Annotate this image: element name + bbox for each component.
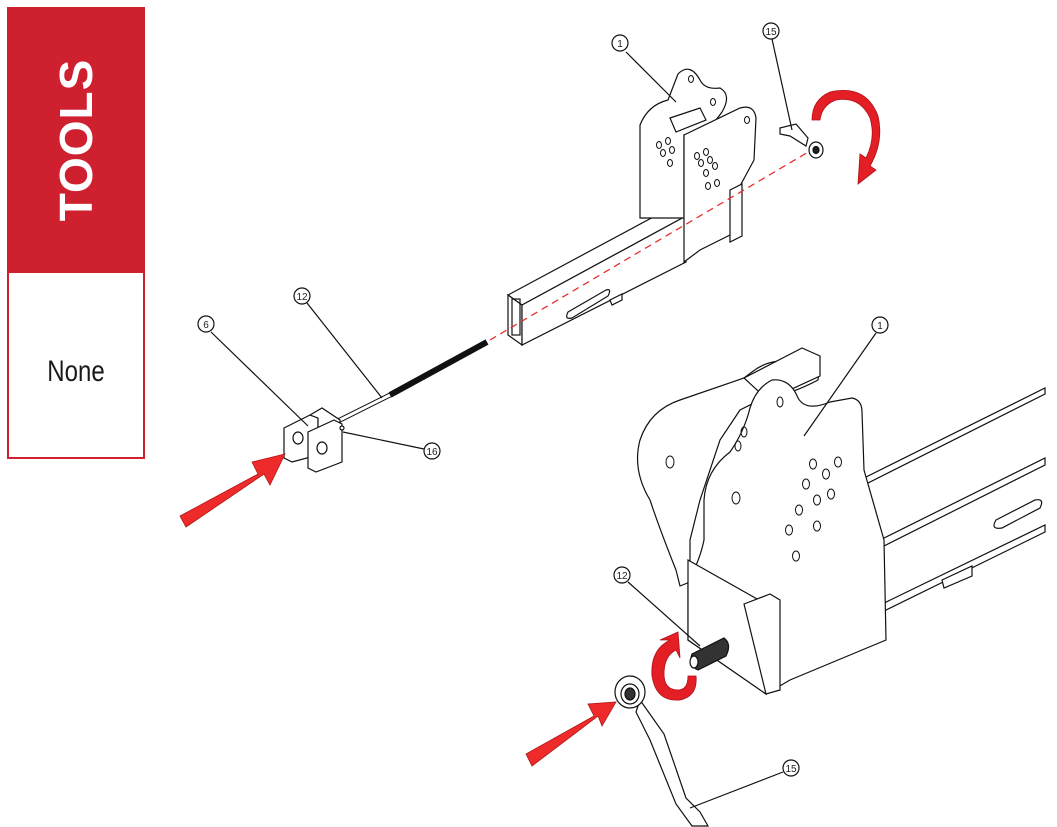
threaded-stud [689, 637, 730, 671]
bracket-holes-bottom [665, 396, 842, 562]
callout-1-top: 1 [611, 34, 677, 103]
svg-text:12: 12 [616, 571, 628, 582]
callout-1-bottom: 1 [803, 316, 889, 437]
bottom-assembly-view: 1 12 15 [525, 316, 1046, 827]
svg-text:15: 15 [785, 764, 797, 775]
push-arrow-bottom-icon [525, 701, 617, 767]
callout-16: 16 [342, 431, 441, 460]
rotation-arrow-top-icon [811, 90, 881, 185]
rotation-arrow-bottom-icon [651, 631, 697, 701]
svg-text:15: 15 [765, 27, 777, 38]
svg-text:12: 12 [296, 292, 308, 303]
top-assembly-view: 1 15 12 6 16 [179, 22, 881, 528]
crank-handle-top [779, 123, 824, 159]
push-arrow-top-icon [179, 453, 286, 528]
svg-text:1: 1 [877, 321, 883, 332]
callout-6: 6 [197, 315, 309, 427]
svg-text:16: 16 [426, 447, 438, 458]
alignment-guide-line [489, 147, 816, 341]
frame-rail [859, 387, 1046, 613]
tools-panel: TOOLS None [7, 7, 145, 459]
callout-15-bottom: 15 [689, 759, 800, 809]
bracket-holes-top [656, 75, 750, 190]
svg-text:1: 1 [617, 39, 623, 50]
mount-bracket-top [639, 68, 757, 264]
crank-handle-bottom [614, 675, 710, 827]
tools-header: TOOLS [7, 7, 145, 273]
tools-body: None [7, 273, 145, 459]
threaded-rod [334, 339, 489, 425]
callout-12-bottom: 12 [613, 566, 701, 647]
mount-bracket-rear-plate [636, 357, 821, 587]
svg-text:6: 6 [203, 320, 209, 331]
callout-15-top: 15 [762, 22, 793, 131]
clevis-bracket [283, 407, 345, 473]
tools-value: None [47, 355, 105, 388]
callout-12-top: 12 [293, 287, 383, 399]
